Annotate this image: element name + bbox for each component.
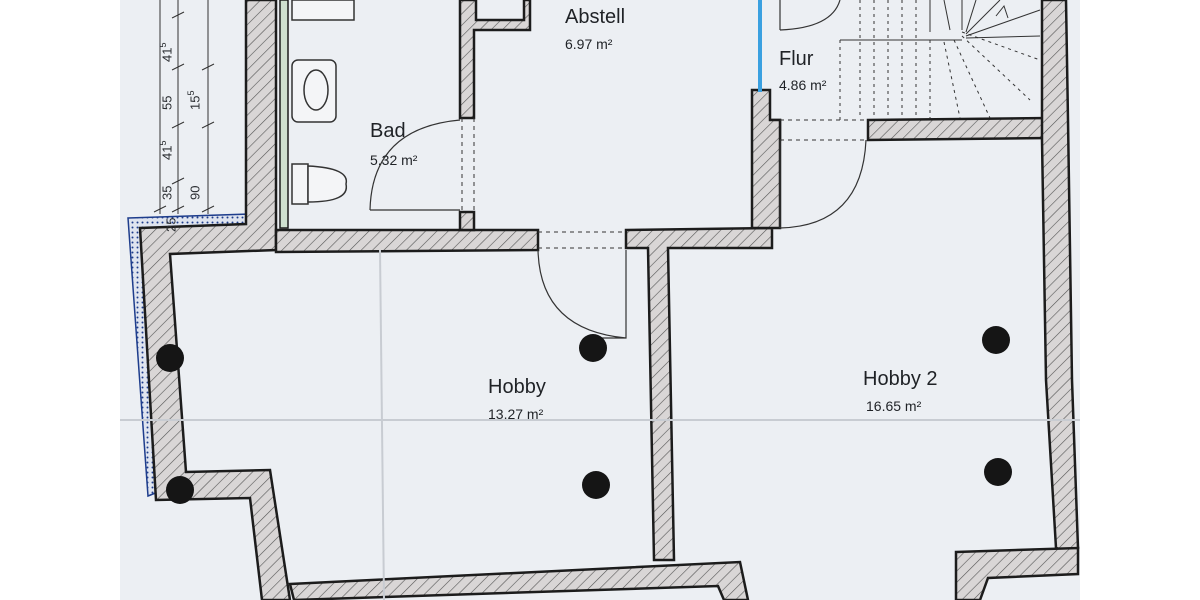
outer-wall-left xyxy=(138,0,292,600)
room-area-hobby: 13.27 m² xyxy=(488,406,544,422)
dimension-label: 35 xyxy=(159,185,175,200)
room-area-flur: 4.86 m² xyxy=(779,77,827,93)
washbasin-fixture xyxy=(291,59,337,123)
dimension-label: 415 xyxy=(158,42,175,62)
staircase xyxy=(839,0,1041,120)
marker-dot xyxy=(982,326,1010,354)
dimension-label: 25 xyxy=(163,217,179,232)
wall-bad-hobby xyxy=(274,228,540,254)
room-name-hobby: Hobby xyxy=(488,376,546,398)
room-name-hobby-2: Hobby 2 xyxy=(863,368,938,390)
room-area-hobby-2: 16.65 m² xyxy=(866,398,922,414)
toilet-bowl xyxy=(307,165,348,203)
marker-dot xyxy=(579,334,607,362)
dimension-label: 415 xyxy=(158,140,175,160)
wall-bad-abstell xyxy=(458,0,532,232)
room-area-abstell: 6.97 m² xyxy=(565,36,613,52)
marker-dot xyxy=(166,476,194,504)
marker-dot xyxy=(156,344,184,372)
cabinet-top xyxy=(291,0,355,21)
dimension-label: 155 xyxy=(186,90,203,110)
room-name-flur: Flur xyxy=(779,48,814,70)
door-abstell-top xyxy=(779,0,841,31)
dimension-label: 55 xyxy=(159,95,175,110)
room-area-bad: 5.32 m² xyxy=(370,152,418,168)
outer-wall-bottom xyxy=(288,560,750,600)
room-name-bad: Bad xyxy=(370,120,406,142)
marker-dot xyxy=(582,471,610,499)
wall-flur-bottom xyxy=(866,116,1050,142)
door-flur xyxy=(779,139,867,229)
outer-wall-bottom-right xyxy=(954,546,1080,600)
toilet-tank xyxy=(291,163,309,205)
outer-wall-right xyxy=(1040,0,1080,554)
door-bad xyxy=(369,119,461,211)
dimension-line xyxy=(153,0,215,214)
room-name-abstell: Abstell xyxy=(565,6,626,28)
dimension-label: 90 xyxy=(187,185,203,200)
washbasin-bowl xyxy=(303,69,329,111)
paper-fold xyxy=(379,249,385,600)
wall-abstell-flur xyxy=(750,88,782,230)
marker-dot xyxy=(984,458,1012,486)
shower-wall xyxy=(279,0,289,229)
door-hobby xyxy=(537,249,627,339)
